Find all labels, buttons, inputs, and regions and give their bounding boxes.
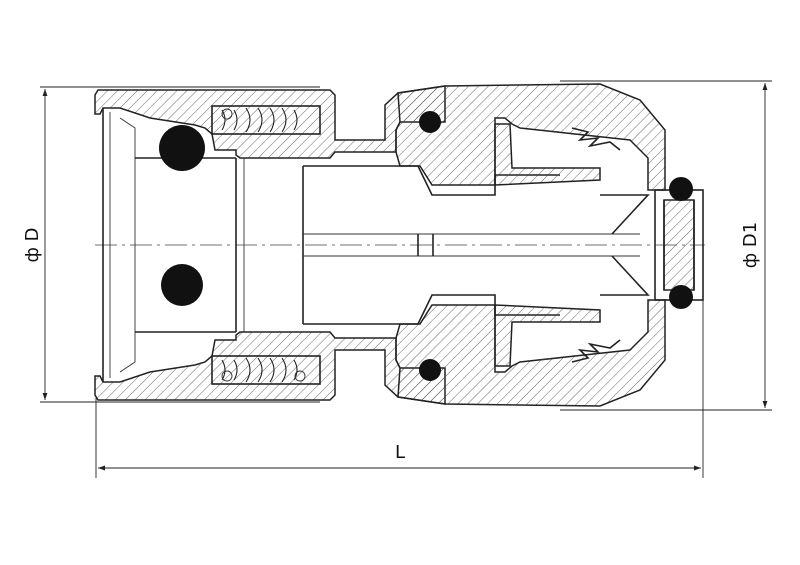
extension-lines bbox=[40, 80, 772, 478]
spring-coil bbox=[211, 105, 321, 385]
locking-ball-top bbox=[159, 125, 205, 171]
dimension-l-label: L bbox=[395, 442, 405, 463]
dimension-d-label: ф D bbox=[22, 228, 43, 263]
o-ring-bottom bbox=[419, 359, 441, 381]
dimension-d1-label: ф D1 bbox=[740, 222, 761, 268]
release-ring bbox=[654, 189, 704, 301]
dimension-d: ф D bbox=[22, 89, 48, 400]
dimension-d1: ф D1 bbox=[740, 83, 768, 408]
dimension-l: L bbox=[98, 442, 701, 471]
left-socket-body bbox=[94, 85, 446, 405]
o-ring-top bbox=[419, 111, 441, 133]
union-nut bbox=[395, 83, 666, 407]
end-o-ring-top bbox=[669, 177, 693, 201]
locking-ball-bottom bbox=[161, 264, 203, 306]
end-o-ring-bottom bbox=[669, 285, 693, 309]
